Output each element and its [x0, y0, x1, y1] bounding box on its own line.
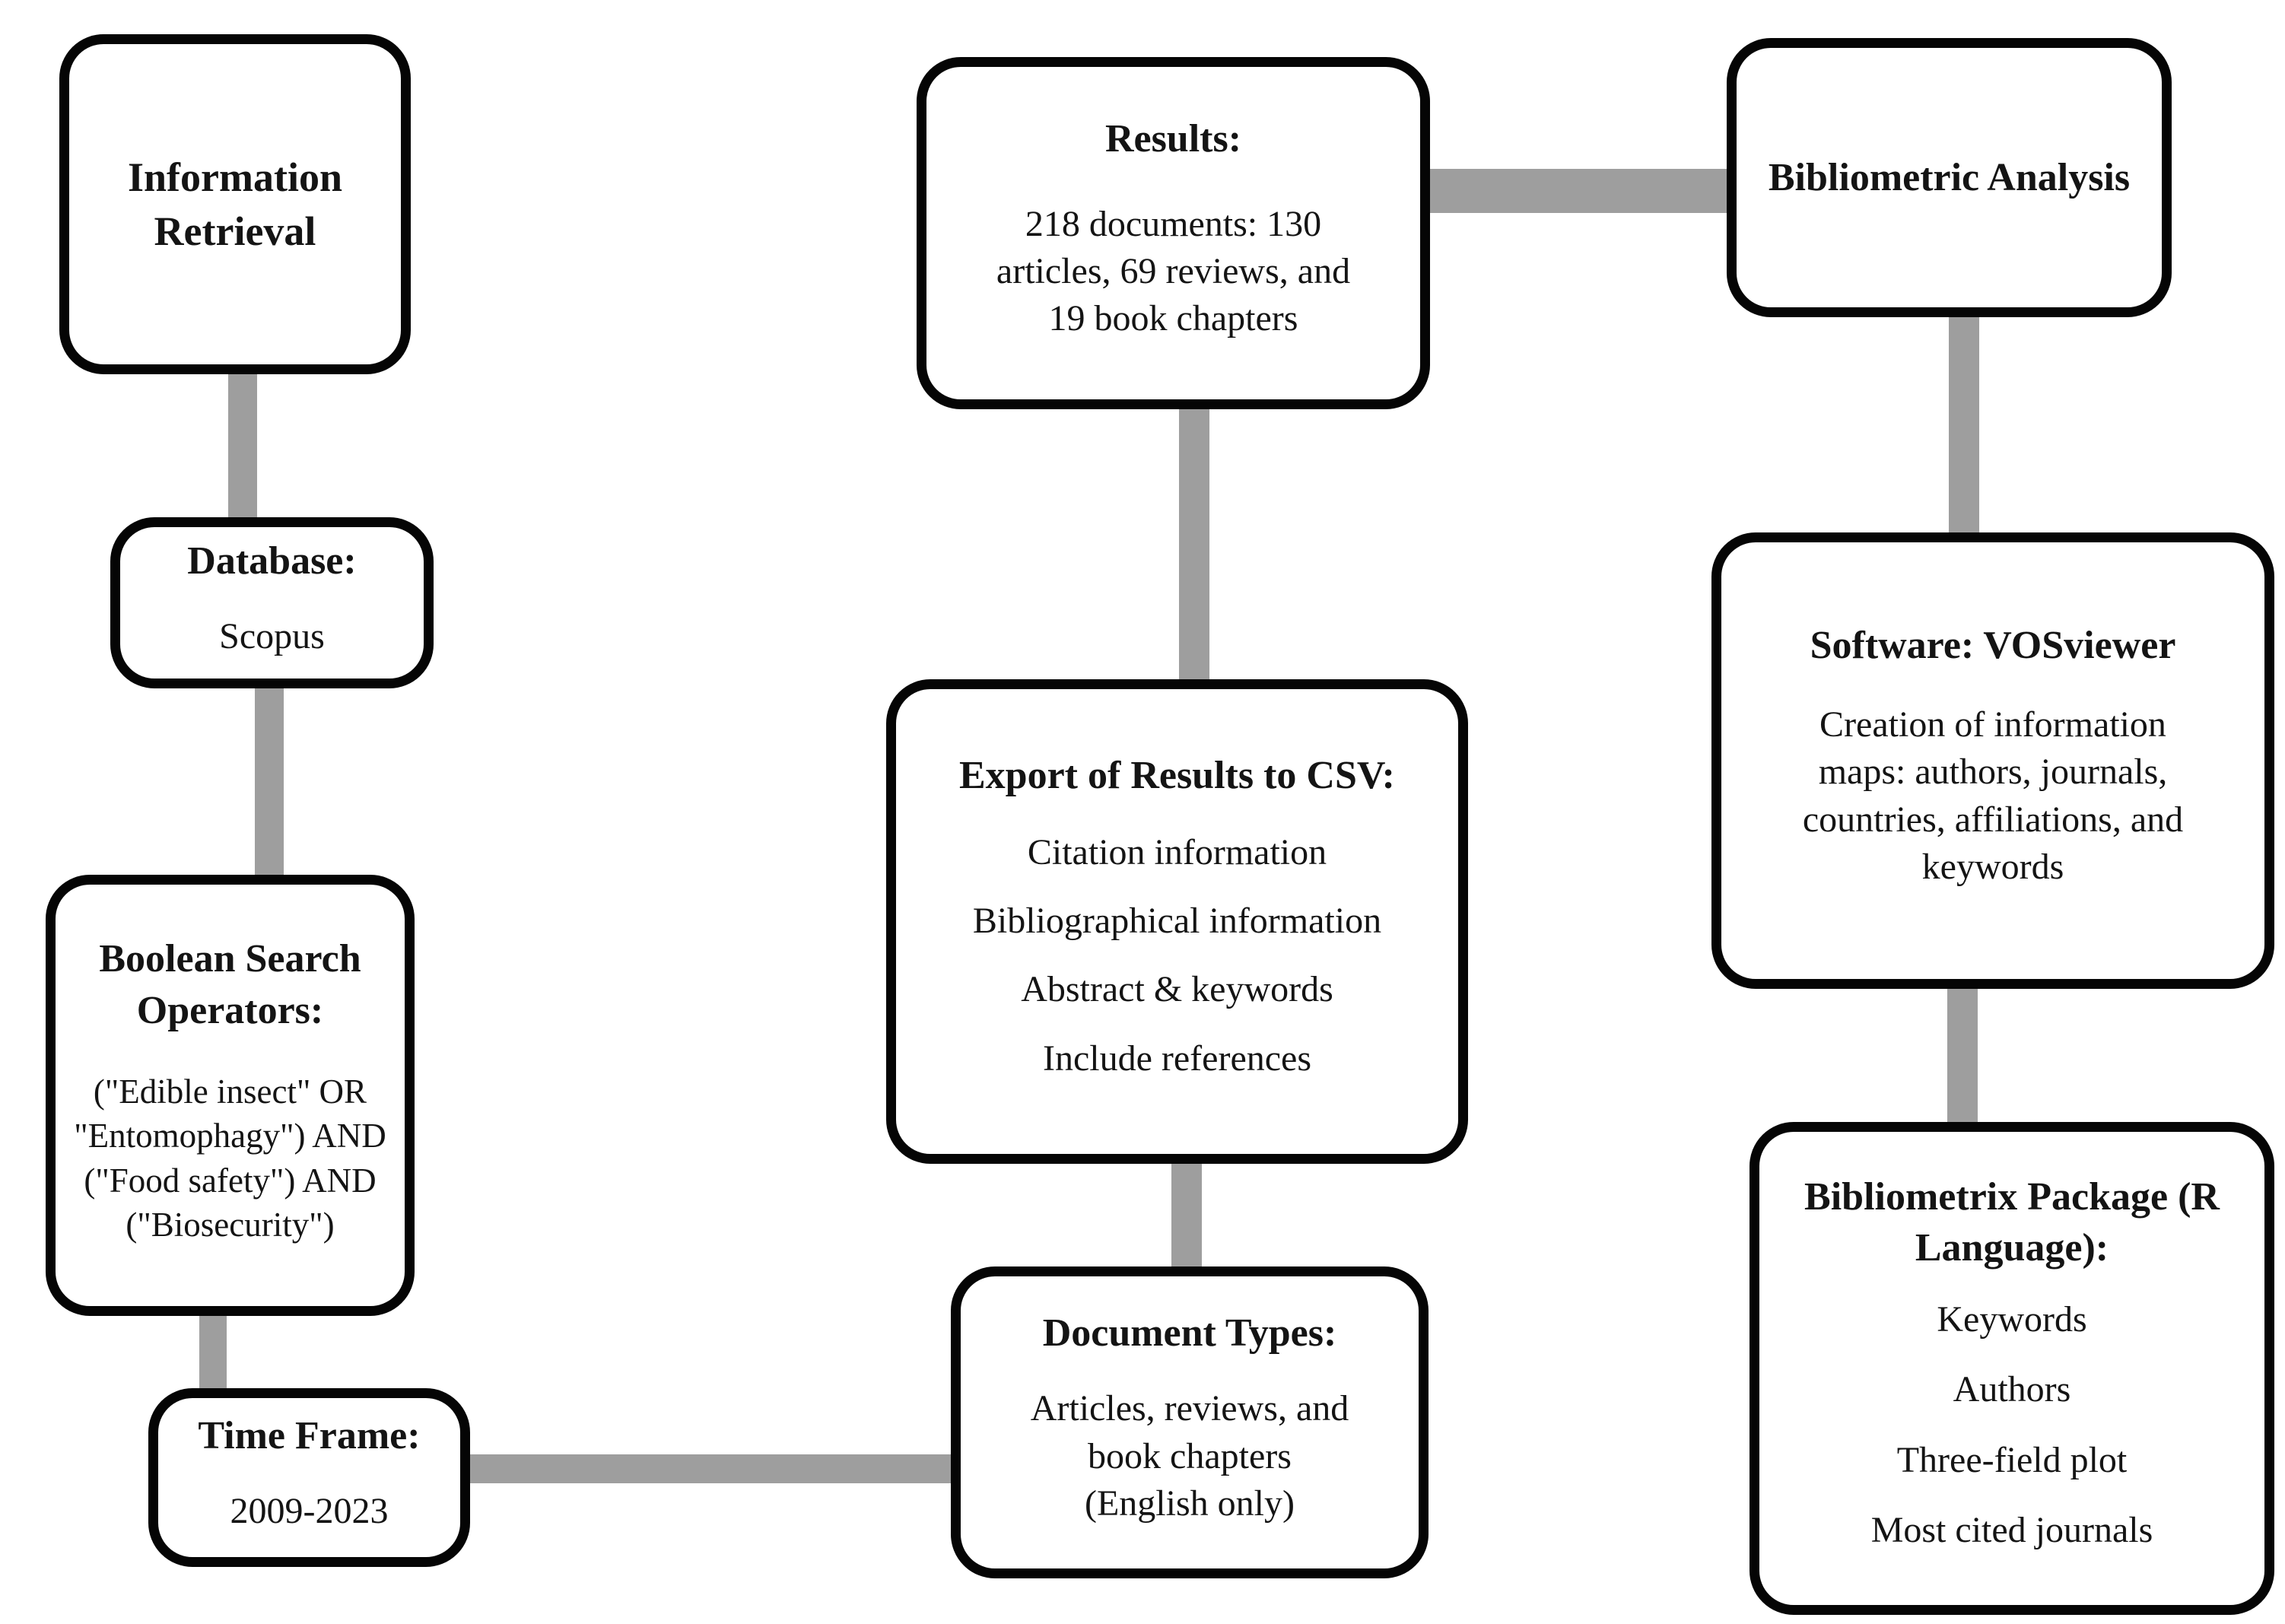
- box-title: Database:: [187, 539, 357, 583]
- connector-database-to-boolean-search: [255, 685, 284, 881]
- box-database: Database: Scopus: [110, 517, 434, 688]
- box-body-line: Bibliographical information: [972, 900, 1382, 941]
- box-bibliometric-analysis: Bibliometric Analysis: [1727, 38, 2172, 317]
- box-title: Information Retrieval: [128, 154, 342, 254]
- box-bibliometrix-package: Bibliometrix Package (R Language): Keywo…: [1750, 1122, 2274, 1615]
- connector-time-frame-to-document-types: [468, 1454, 958, 1483]
- box-body-line: Creation of information maps: authors, j…: [1802, 704, 2184, 888]
- box-title: Boolean Search Operators:: [99, 937, 361, 1032]
- box-results: Results: 218 documents: 130 articles, 69…: [917, 57, 1430, 409]
- box-export-results-csv: Export of Results to CSV: Citation infor…: [886, 679, 1468, 1164]
- box-body-line: Abstract & keywords: [1021, 969, 1333, 1010]
- box-information-retrieval: Information Retrieval: [59, 34, 411, 374]
- box-body-line: 2009-2023: [230, 1491, 389, 1532]
- box-title: Results:: [1104, 117, 1242, 161]
- box-title: Document Types:: [1042, 1311, 1337, 1355]
- box-title: Bibliometric Analysis: [1768, 155, 2131, 199]
- box-body-line: Three-field plot: [1896, 1439, 2128, 1480]
- box-software-vosviewer: Software: VOSviewer Creation of informat…: [1711, 532, 2274, 989]
- box-body-line: Scopus: [219, 616, 325, 657]
- box-body-line: Most cited journals: [1870, 1509, 2153, 1550]
- box-title: Time Frame:: [198, 1413, 421, 1457]
- box-document-types: Document Types: Articles, reviews, and b…: [951, 1266, 1429, 1578]
- box-title: Export of Results to CSV:: [959, 753, 1395, 797]
- box-body-line: 218 documents: 130 articles, 69 reviews,…: [996, 203, 1351, 339]
- connector-vosviewer-to-bibliometrix: [1947, 984, 1978, 1127]
- box-body-line: Keywords: [1937, 1298, 2087, 1340]
- connector-results-to-bibliometric-analysis: [1424, 169, 1733, 213]
- connector-bibliometric-analysis-to-vosviewer: [1949, 312, 1979, 537]
- box-title: Bibliometrix Package (R Language):: [1804, 1174, 2220, 1270]
- box-time-frame: Time Frame: 2009-2023: [148, 1388, 470, 1567]
- connector-information-retrieval-to-database: [228, 373, 257, 525]
- connector-boolean-search-to-time-frame: [199, 1310, 227, 1394]
- box-boolean-search-operators: Boolean Search Operators: ("Edible insec…: [46, 875, 415, 1316]
- box-body-line: Authors: [1953, 1369, 2071, 1410]
- box-body-line: Citation information: [1027, 831, 1327, 872]
- box-body-line: Include references: [1042, 1038, 1312, 1079]
- connector-export-csv-to-document-types: [1171, 1158, 1202, 1272]
- connector-results-to-export-csv: [1179, 405, 1209, 685]
- box-title: Software: VOSviewer: [1810, 624, 2176, 668]
- box-body-line: Articles, reviews, and book chapters (En…: [1030, 1388, 1349, 1524]
- box-body-line: ("Edible insect" OR "Entomophagy") AND (…: [74, 1072, 386, 1244]
